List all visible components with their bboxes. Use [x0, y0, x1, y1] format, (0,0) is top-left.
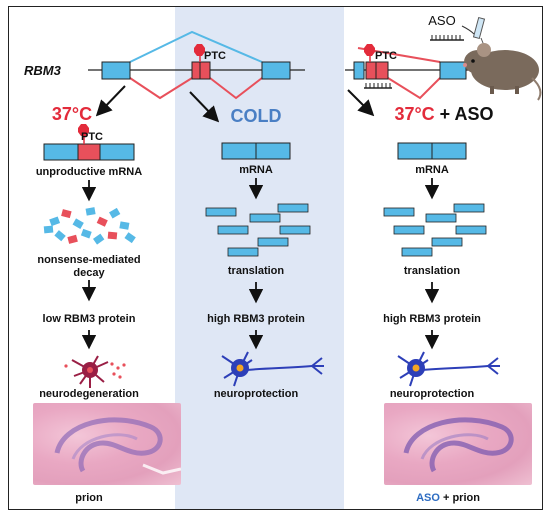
cold-panel-background: [175, 7, 344, 509]
healthy-neuron-icon-right: [397, 351, 500, 387]
condition-plus-aso: + ASO: [434, 104, 494, 124]
arrow-to-cold: [189, 91, 220, 123]
ptc-stop-icon: [194, 44, 205, 56]
step-nmd: nonsense-mediated decay: [37, 254, 141, 279]
aso-bound-icon: [364, 83, 392, 89]
prion-histology-image: [33, 403, 181, 485]
aso-icon: [430, 35, 464, 41]
step-translation-right: translation: [403, 265, 461, 277]
translation-fragments-middle: [205, 203, 311, 257]
exon-1: [101, 61, 131, 80]
step-translation-middle: translation: [227, 265, 285, 277]
mouse-icon: [463, 43, 542, 101]
step-high-protein-middle: high RBM3 protein: [207, 313, 305, 325]
step-neuroprotection-right: neuroprotection: [389, 388, 475, 400]
right-column-graphics: [383, 142, 500, 387]
caption-aso: ASO: [416, 492, 440, 504]
exon-2: [261, 61, 291, 80]
step-neuroprotection-middle: neuroprotection: [213, 388, 299, 400]
figure-border: [8, 6, 543, 510]
gene-structure-right: [345, 16, 542, 101]
ptc-stop-icon-mrna: [78, 124, 89, 136]
middle-column-graphics: [205, 142, 324, 387]
ptc-stop-icon-right: [364, 44, 375, 56]
condition-cold: COLD: [230, 106, 282, 126]
mrna-bar-middle: [221, 142, 257, 160]
ptc-label-mrna: PTC: [81, 131, 103, 143]
poison-exon: [191, 61, 211, 80]
aso-label: ASO: [428, 13, 456, 28]
mrna-bar-right: [397, 142, 433, 160]
arrow-to-37: [95, 85, 126, 117]
decay-fragments: [43, 207, 136, 245]
step-high-protein-right: high RBM3 protein: [383, 313, 481, 325]
gene-structure-left: [88, 30, 305, 100]
syringe-icon: [461, 16, 486, 49]
aso-prion-histology-image: [384, 403, 532, 485]
condition-37c-aso: 37°C + ASO: [394, 104, 493, 124]
gene-name: RBM3: [24, 63, 61, 78]
caption-plus-prion: + prion: [439, 492, 480, 504]
caption-prion: prion: [75, 492, 103, 504]
translation-fragments-right: [383, 203, 487, 257]
unproductive-mrna-bar: [43, 143, 79, 161]
step-low-protein: low RBM3 protein: [42, 313, 136, 325]
arrow-to-aso: [347, 89, 375, 117]
left-column-graphics: [43, 124, 136, 388]
degenerating-neuron-icon: [64, 355, 126, 388]
condition-37c: 37°C: [51, 104, 93, 124]
condition-temp: 37°C: [394, 104, 435, 124]
caption-aso-prion: ASO + prion: [416, 492, 480, 505]
step-mrna-middle: mRNA: [239, 164, 273, 176]
ptc-label-right: PTC: [375, 50, 397, 62]
step-mrna-right: mRNA: [415, 164, 449, 176]
step-neurodegeneration: neurodegeneration: [39, 388, 139, 400]
step-unproductive-mrna: unproductive mRNA: [35, 166, 143, 178]
ptc-label: PTC: [204, 50, 226, 62]
healthy-neuron-icon-middle: [221, 351, 324, 387]
